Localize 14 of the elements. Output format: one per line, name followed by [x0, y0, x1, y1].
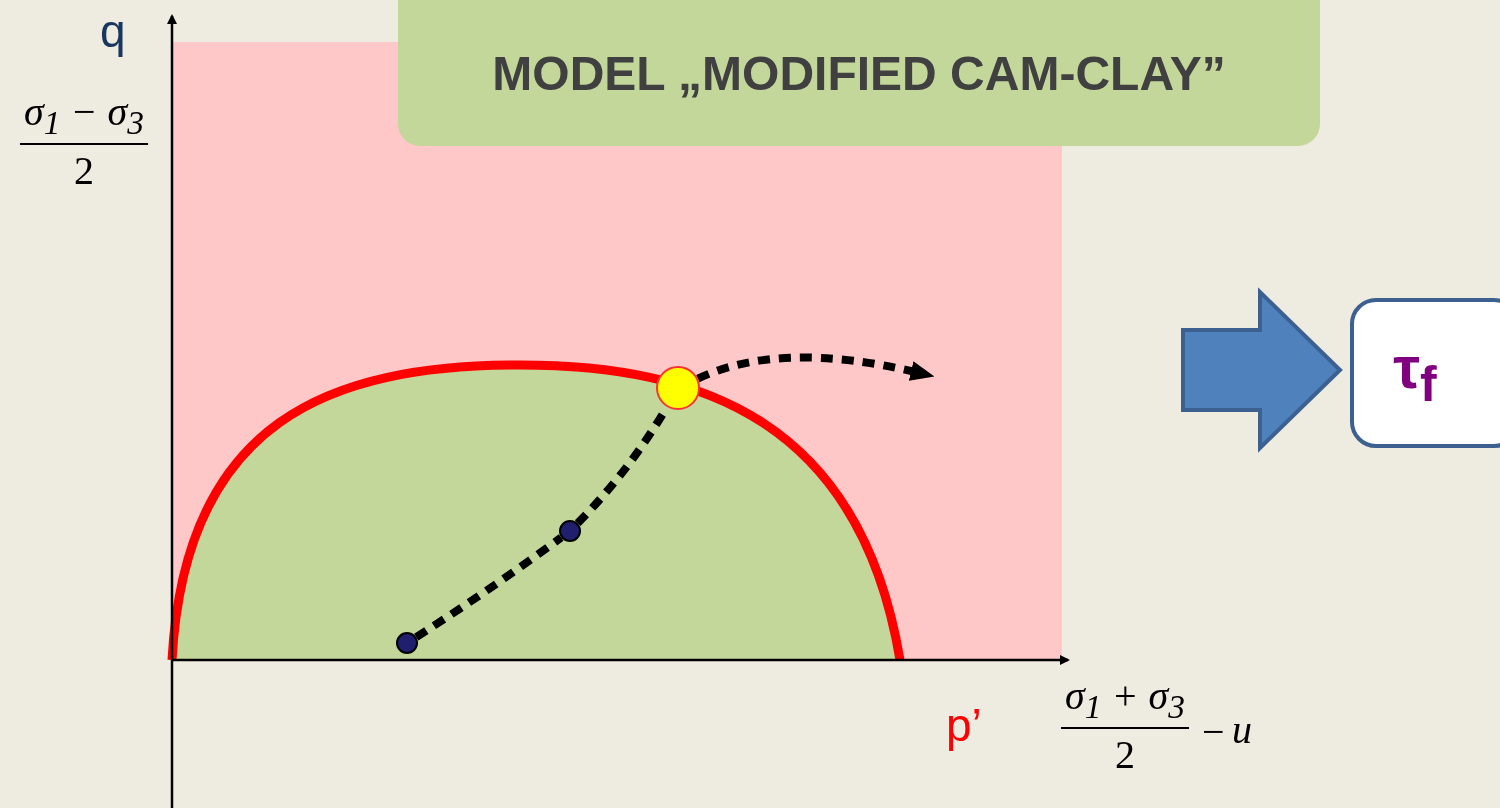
symbol-text: τ$_{f}$ — [1393, 333, 1438, 413]
formula-text: σ$_{1}$ − σ$_{3}$ — [20, 92, 148, 146]
title-text: MODEL „MODIFIED CAM-CLAY” — [492, 45, 1226, 101]
formula-text: u — [1232, 710, 1252, 750]
formula-text: − — [1202, 712, 1225, 752]
formula-text: 2 — [1115, 731, 1135, 776]
dotted-arrow — [696, 353, 935, 383]
formula-text: σ$_{1}$ + σ$_{3}$ — [1061, 676, 1189, 730]
axis-label: q — [100, 4, 126, 58]
result-box — [1350, 298, 1500, 448]
formula-text: 2 — [74, 147, 94, 192]
axis-label: p’ — [946, 698, 982, 752]
dotted-path — [414, 534, 564, 641]
block-arrow — [1181, 287, 1343, 453]
